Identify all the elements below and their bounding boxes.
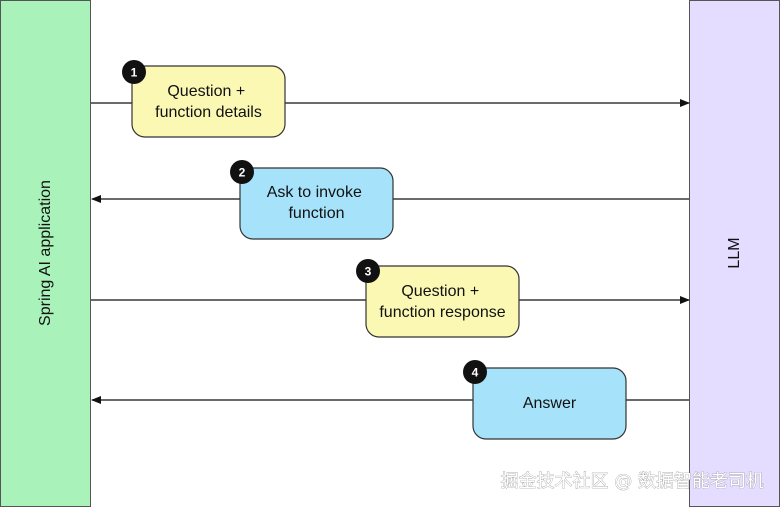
step-badge-2: [230, 160, 254, 184]
watermark-text: 掘金技术社区 @ 数据智能老司机: [501, 471, 764, 492]
message-2: Ask to invoke function 2: [91, 160, 689, 240]
step-badge-3: [356, 259, 380, 283]
lane-llm: LLM: [689, 0, 780, 507]
lane-spring-ai-application: Spring AI application: [0, 0, 91, 507]
step-badge-text-2: 2: [239, 166, 246, 180]
message-text-4: Answer: [523, 395, 577, 412]
step-badge-4: [463, 360, 487, 384]
message-3: Question + function response 3: [91, 259, 690, 338]
message-text-3: Question + function response: [379, 283, 505, 321]
step-badge-text-4: 4: [472, 366, 479, 380]
message-box-1: [131, 65, 286, 138]
message-1: Question + function details 1: [91, 60, 690, 138]
message-text-2: Ask to invoke function: [267, 184, 367, 222]
message-4: Answer 4: [91, 360, 689, 440]
lane-label-spring-ai-application: Spring AI application: [37, 180, 54, 326]
step-badge-text-3: 3: [365, 265, 372, 279]
step-badge-1: [122, 60, 146, 84]
message-box-3: [365, 265, 520, 338]
step-badge-text-1: 1: [131, 66, 138, 80]
lane-label-llm: LLM: [726, 237, 743, 268]
message-box-4: [472, 367, 627, 440]
message-box-2: [239, 167, 394, 240]
message-text-1: Question + function details: [155, 83, 262, 121]
